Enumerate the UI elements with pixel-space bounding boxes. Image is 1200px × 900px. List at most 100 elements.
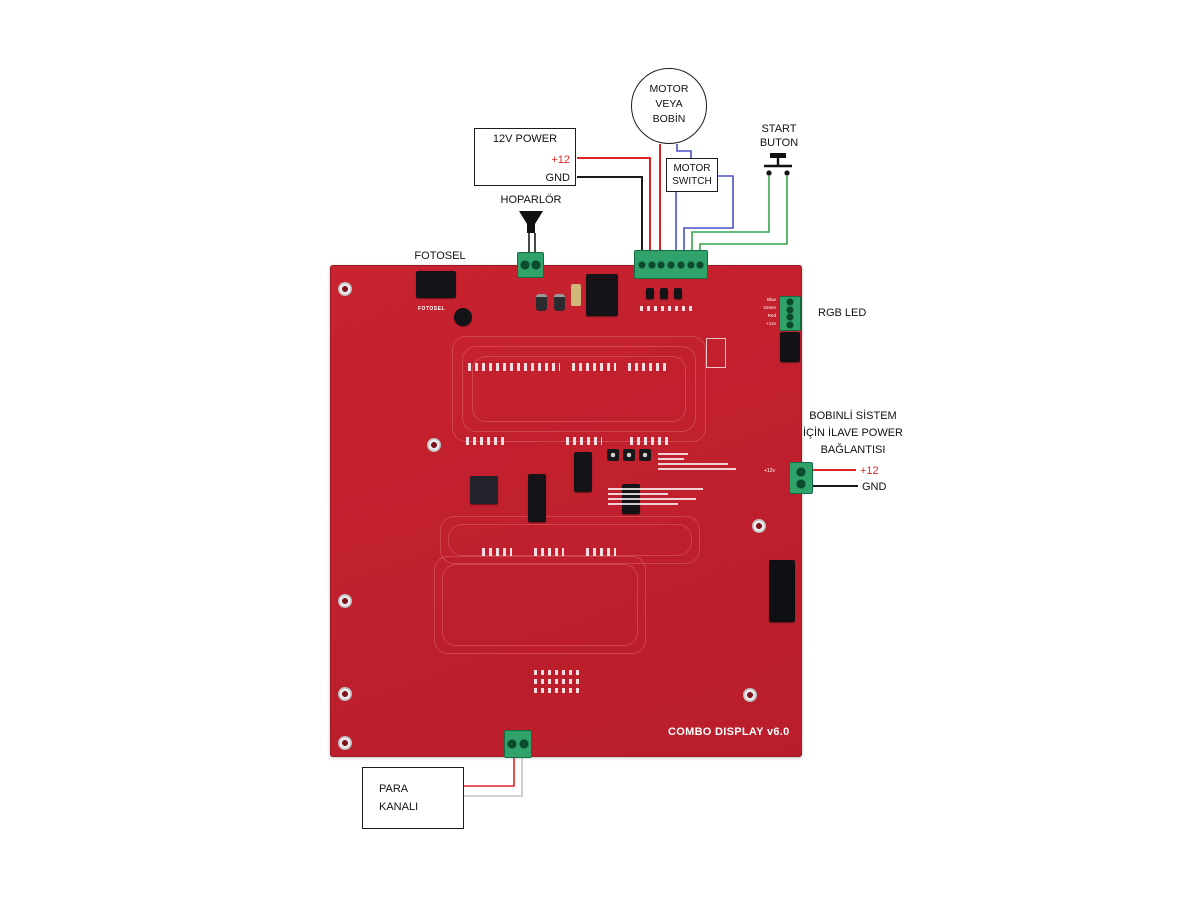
transistor (660, 288, 668, 299)
silkscreen-text-line (658, 468, 736, 471)
terminal-screw (787, 298, 793, 305)
start-line2: BUTON (759, 137, 799, 149)
silkscreen-text-line (658, 453, 688, 456)
pad-row (640, 306, 696, 311)
pad-row (628, 363, 668, 371)
terminal-screw (687, 261, 694, 268)
rgb-pin-labels: Blue Green Red +12v (750, 296, 776, 328)
wire-motor-to-switch (676, 144, 692, 158)
terminal-screw (658, 261, 665, 268)
pad-row (534, 548, 564, 556)
silkscreen-text-line (608, 493, 668, 496)
mounting-hole (427, 438, 441, 452)
terminal-screw (521, 261, 529, 269)
trace-loop (472, 356, 686, 422)
wire-power-gnd (577, 176, 643, 256)
silkscreen-text-line (658, 458, 684, 461)
rgb-led-label: RGB LED (818, 307, 867, 319)
terminal-screw (787, 322, 793, 329)
terminal-screw (519, 740, 528, 748)
dip-ic (574, 452, 592, 492)
motor-switch-box: MOTOR SWITCH (666, 158, 718, 192)
silkscreen-text-line (658, 463, 728, 466)
speaker-terminal-block (517, 252, 544, 278)
trace-loop (448, 524, 692, 556)
aux-power-label: BOBINLİ SİSTEM İÇİN İLAVE POWER BAĞLANTI… (798, 408, 908, 459)
coin-line1: PARA (379, 783, 409, 795)
start-button-cap (770, 153, 786, 158)
start-button-contact (784, 170, 790, 176)
start-button-label: START BUTON (750, 122, 808, 150)
wire-power-plus12 (577, 157, 651, 256)
pcb-board: FOTOSEL COMBO DISPLAY v6.0 Blue Green Re… (330, 265, 802, 757)
capacitor (554, 294, 565, 311)
terminal-screw (638, 261, 645, 268)
motor-line3: BOBİN (652, 113, 686, 125)
pad-row (524, 363, 560, 371)
relay-component (586, 274, 618, 316)
motor-line2: VEYA (655, 98, 683, 110)
mounting-hole (338, 282, 352, 296)
mounting-hole (338, 687, 352, 701)
terminal-screw (677, 261, 684, 268)
pad-row (572, 363, 616, 371)
motor-bobbin-circle: MOTOR VEYA BOBİN (631, 68, 707, 144)
terminal-screw (532, 261, 540, 269)
tact-button (623, 449, 635, 461)
switch-line1: MOTOR (673, 163, 711, 174)
tact-button (639, 449, 651, 461)
fotosel-label: FOTOSEL (414, 250, 466, 262)
mcu-chip (470, 476, 498, 504)
aux-line1: BOBINLİ SİSTEM (809, 410, 897, 422)
pad-row (534, 679, 580, 684)
aux-line2: İÇİN İLAVE POWER (802, 427, 904, 439)
buzzer-component (454, 308, 472, 326)
coin-line2: KANALI (379, 801, 419, 813)
coin-terminal-block (504, 730, 532, 758)
main-terminal-block (634, 250, 708, 279)
speaker-icon-base (527, 224, 535, 233)
motor-bobbin-text: MOTOR VEYA BOBİN (632, 69, 706, 127)
power-gnd-label: GND (545, 172, 570, 184)
pad-row (466, 437, 506, 445)
rgb-pin-label-green: Green (763, 305, 776, 310)
transistor (674, 288, 682, 299)
capacitor (536, 294, 547, 311)
coin-channel-box: PARA KANALI (362, 767, 464, 829)
terminal-screw (797, 480, 805, 489)
film-capacitor (571, 284, 581, 306)
speaker-icon (519, 211, 543, 224)
aux-power-silkscreen-label: +12v (764, 468, 775, 474)
pad-row (534, 688, 580, 693)
rgb-terminal-block (779, 296, 801, 331)
pad-row (482, 548, 512, 556)
fotosel-connector (416, 271, 456, 298)
start-button-contact (766, 170, 772, 176)
silkscreen-text-line (608, 503, 678, 506)
pad-row (630, 437, 670, 445)
terminal-screw (508, 740, 517, 748)
switch-line2: SWITCH (672, 176, 712, 187)
motor-line1: MOTOR (649, 83, 689, 95)
rgb-pin-label-blue: Blue (766, 297, 776, 302)
rgb-connector-body (780, 332, 800, 362)
pad-row (566, 437, 602, 445)
power-plus12-label: +12 (551, 154, 570, 166)
power-supply-box: 12V POWER +12 GND (474, 128, 576, 186)
aux-line3: BAĞLANTISI (820, 444, 886, 456)
aux-power-terminal-block (789, 462, 813, 494)
terminal-screw (648, 261, 655, 268)
aux-gnd-label: GND (862, 481, 887, 493)
silkscreen-text-line (608, 488, 703, 491)
terminal-screw (697, 261, 704, 268)
trace-loop (462, 346, 696, 432)
silkscreen-box (706, 338, 726, 368)
trace-loop (442, 564, 638, 646)
board-version-label: COMBO DISPLAY v6.0 (668, 726, 790, 738)
trace-loop (440, 516, 700, 564)
mounting-hole (743, 688, 757, 702)
aux-plus12-label: +12 (860, 465, 879, 477)
power-box-pins: +12 GND (546, 151, 570, 187)
speaker-label: HOPARLÖR (500, 194, 562, 206)
